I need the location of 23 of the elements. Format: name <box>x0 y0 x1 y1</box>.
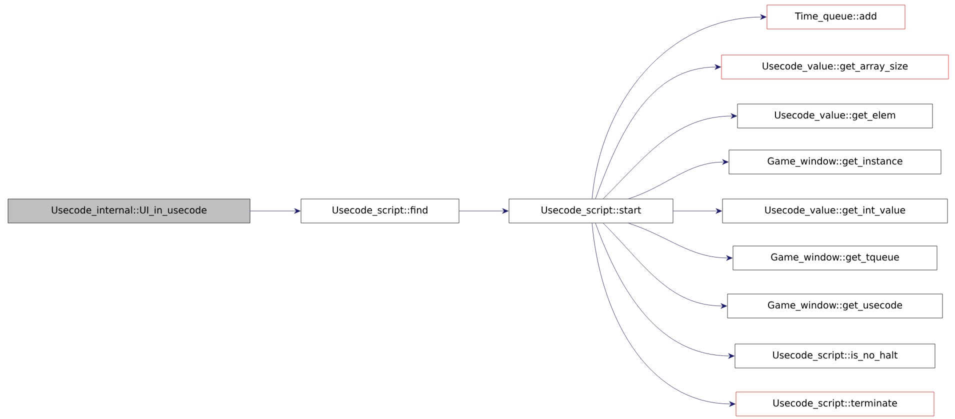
arrow <box>603 223 727 309</box>
function-box: Game_window::get_instance <box>728 150 942 174</box>
arrow <box>595 223 734 359</box>
arrow <box>603 113 737 199</box>
arrow <box>592 223 736 407</box>
function-box: Usecode_value::get_array_size <box>721 54 949 80</box>
function-box: Usecode_script::terminate <box>736 392 934 416</box>
arrow <box>592 14 766 199</box>
function-box: Usecode_internal::UI_in_usecode <box>8 198 250 224</box>
function-box: Game_window::get_tqueue <box>732 246 938 270</box>
function-box: Usecode_script::is_no_halt <box>734 344 936 368</box>
function-box: Game_window::get_usecode <box>727 294 943 318</box>
arrow <box>628 223 732 261</box>
arrow <box>459 208 508 214</box>
arrow <box>595 64 721 199</box>
function-box: Usecode_script::find <box>300 198 460 224</box>
function-box: Usecode_value::get_int_value <box>722 198 948 224</box>
function-box: Usecode_value::get_elem <box>737 104 933 128</box>
arrow <box>250 208 300 214</box>
arrow <box>628 159 728 199</box>
function-box: Time_queue::add <box>766 4 906 30</box>
arrow <box>673 208 722 214</box>
function-box: Usecode_script::start <box>508 198 674 224</box>
